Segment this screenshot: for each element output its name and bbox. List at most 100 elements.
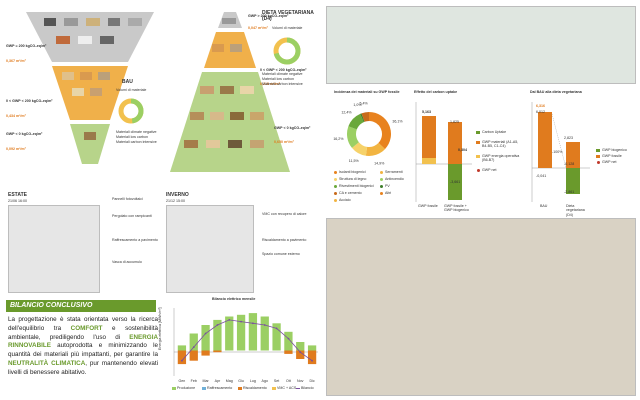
- pie-legend-swatch: [380, 171, 383, 174]
- pie-slice-label: 16,2%: [333, 137, 344, 141]
- pie-legend-item: Antincendio: [385, 177, 404, 181]
- inverno-title: INVERNO: [166, 192, 189, 198]
- floor-plan-thermal-map: [326, 6, 636, 84]
- uptake-legend: Carbon Uptake GWP materiali (A1-A5, B4-B…: [476, 130, 524, 190]
- d4-pyramid-panel: GWP > 200 kgCO₂eq/m² 0,047 m³/m² 0 < GWP…: [160, 4, 320, 189]
- uptake-legend-swatch-2: [476, 141, 480, 144]
- bau-d4-cat-2: Dieta vegetariana (D4): [566, 204, 585, 217]
- energy-bar-production: [236, 314, 246, 351]
- pie-slice: [348, 113, 364, 130]
- uptake-legend-swatch-1: [476, 131, 480, 134]
- bau-tier1-label: GWP = 200 kgCO₂eq/m²: [6, 44, 47, 48]
- legend-raffrescamento: Raffrescamento: [207, 386, 233, 390]
- energy-bar-production: [307, 345, 317, 351]
- conclusion-b3: NEUTRALITÀ CLIMATICA: [8, 359, 86, 367]
- bau-d4-val-6: -2,861: [564, 190, 575, 194]
- pie-legend-swatch: [380, 192, 383, 195]
- pie-slice-label: 12,4%: [341, 111, 352, 115]
- energy-month-label: Lug: [250, 379, 256, 383]
- legend-produzione: Produzione: [177, 386, 196, 390]
- bau-d4-val-7: -100%: [552, 150, 563, 154]
- uptake-bar-fossil-energy: [422, 158, 436, 164]
- conclusion-p4: , pur mantenendo elevati livelli di bene…: [8, 359, 159, 376]
- uptake-val-3: 0,304: [458, 148, 467, 152]
- energy-month-label: Ott: [286, 379, 291, 383]
- legend-swatch-riscaldamento: [238, 387, 242, 390]
- bau-d4-val-2: 6,012: [536, 110, 545, 114]
- legend-riscaldamento: Riscaldamento: [243, 386, 267, 390]
- bau-d4-legend-2: GWP fossile: [602, 154, 622, 158]
- pie-legend-item: Struttura di legno: [339, 177, 367, 181]
- uptake-val-1: 5,163: [422, 110, 431, 114]
- estate-note-1: Pannelli fotovoltaici: [112, 197, 143, 201]
- estate-note-2: Pergolato con rampicanti: [112, 214, 152, 218]
- inverno-section-rendering: [166, 205, 254, 293]
- inverno-note-2: Riscaldamento a pavimento: [262, 238, 307, 242]
- energy-month-label: Dic: [309, 379, 314, 383]
- bau-tier3-value: 0,092 m³/m²: [6, 147, 26, 151]
- energy-bar-production: [260, 316, 269, 351]
- bau-legend-3: Materiali carbon intensive: [116, 140, 157, 144]
- bau-d4-bar-bau-fossil: [538, 112, 552, 168]
- bau-title: BAU: [122, 79, 133, 85]
- bau-d4-legend-swatch-1: [596, 149, 600, 152]
- bau-tier2-label: 0 < GWP < 200 kgCO₂eq/m²: [6, 99, 53, 103]
- uptake-bar-total-materials: [448, 122, 462, 164]
- uptake-legend-3: GWP energia operativa (B6-B7): [482, 154, 520, 163]
- d4-legend-2: Materiali low carbon: [262, 77, 294, 81]
- conclusion-b1: COMFORT: [70, 324, 103, 332]
- pie-legend-item: Rivestimenti biogenici: [339, 184, 374, 188]
- pie-legend-swatch: [334, 178, 337, 181]
- bau-d4-legend-1: GWP biogenico: [602, 148, 627, 152]
- pie-legend-swatch: [380, 178, 383, 181]
- d4-tier3-label: GWP < 0 kgCO₂eq/m²: [274, 126, 311, 130]
- pie-legend-item: Altri: [385, 191, 392, 195]
- bau-d4-title: Dal BAU alla dieta vegetariana: [530, 90, 582, 94]
- bau-tier1-value: 0,367 m³/m²: [6, 59, 26, 63]
- pie-slice-label: 5,4%: [360, 102, 369, 105]
- uptake-cat-2: GWP fossile + GWP biogenico: [444, 204, 469, 213]
- uptake-val-2: 1,825: [450, 120, 459, 124]
- energy-bar-production: [248, 313, 258, 351]
- legend-swatch-vmc: [272, 387, 276, 390]
- energy-month-label: Mag: [226, 379, 233, 383]
- estate-note-4: Vasca di accumulo: [112, 260, 142, 264]
- interior-rendering: [326, 218, 636, 396]
- d4-tier2-value: 0,218 m³/m²: [260, 82, 280, 86]
- energy-bar-heating: [189, 350, 198, 361]
- pie-legend-item: PV: [385, 184, 390, 188]
- energy-balance-line: [181, 319, 313, 362]
- energy-bar-heating: [296, 350, 305, 359]
- energy-month-label: Mar: [202, 379, 209, 383]
- energy-month-label: Set: [274, 379, 279, 383]
- bau-legend-1: Materiali climate negative: [116, 130, 157, 134]
- energy-legend: Produzione Raffrescamento Riscaldamento …: [172, 386, 322, 394]
- legend-swatch-bilancio: [296, 388, 300, 389]
- d4-tier3-value: 0,650 m³/m²: [274, 140, 294, 144]
- energy-chart-title: Bilancio elettrico mensile: [212, 297, 256, 301]
- energy-bar-heating: [307, 350, 317, 365]
- uptake-title: Effetto del carbon uptake: [414, 90, 458, 94]
- conclusion-b2: ENERGIA RINNOVABILE: [8, 333, 158, 350]
- d4-tier1-label: GWP > 200 kgCO₂eq/m²: [248, 14, 289, 18]
- uptake-bar-total-uptake: [448, 164, 462, 200]
- energy-bar-heating: [213, 350, 222, 353]
- pie-slice-label: 11,5%: [349, 159, 360, 163]
- bau-d4-val-3: -0,041: [536, 174, 547, 178]
- energy-bar-production: [201, 325, 210, 351]
- uptake-legend-swatch-4: [477, 169, 480, 172]
- pie-legend-swatch: [334, 199, 337, 202]
- pie-slice: [347, 126, 359, 148]
- energy-month-label: Gen: [179, 379, 186, 383]
- energy-bar-heating: [177, 350, 187, 365]
- uptake-val-4: -3,661: [450, 180, 461, 184]
- legend-swatch-produzione: [172, 387, 176, 390]
- conclusion-p2: e sostenibilità ambientale, prediligendo…: [8, 324, 158, 341]
- legend-bilancio: Bilancio: [301, 386, 314, 390]
- conclusion-p3: autoprodotta e minimizzando le quantità …: [8, 342, 158, 359]
- bau-d4-legend-swatch-3: [597, 161, 600, 164]
- pie-legend-item: Serramenti: [385, 170, 403, 174]
- energy-month-label: Nov: [297, 379, 304, 383]
- bau-d4-val-4: 2,823: [564, 136, 573, 140]
